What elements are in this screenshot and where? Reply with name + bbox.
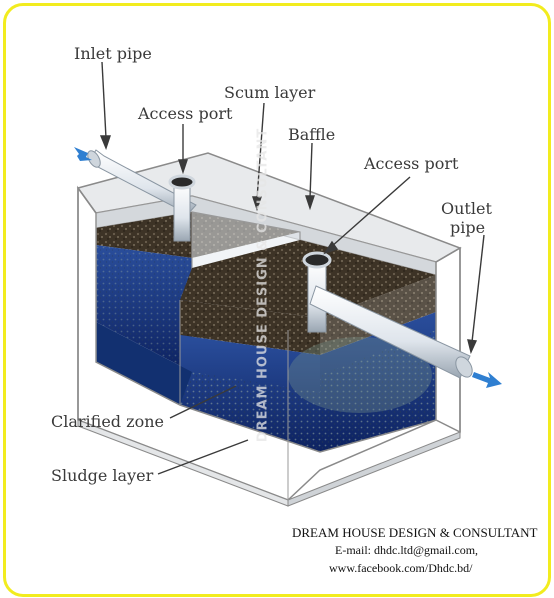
credit-web: www.facebook.com/Dhdc.bd/ (329, 561, 473, 575)
leader-sludge-layer (157, 439, 249, 475)
outlet-pipe (309, 285, 471, 379)
leader-inlet-pipe (101, 61, 107, 139)
tank-side-rim (287, 431, 461, 507)
sludge-front (180, 370, 320, 452)
label-scum-layer: Scum layer (224, 83, 316, 102)
label-outlet-pipe-line1: Outlet (441, 199, 492, 218)
water-left-front (96, 322, 192, 405)
sludge-mound (288, 337, 432, 413)
access-port-left-riser (173, 182, 191, 242)
access-port-right-cap (302, 251, 332, 269)
label-outlet-pipe-line2: pipe (450, 218, 486, 237)
leader-access-port-right (330, 176, 411, 248)
leader-baffle (309, 142, 313, 199)
access-port-left-cap (168, 174, 196, 190)
credit-email: E-mail: dhdc.ltd@gmail.com, (335, 543, 479, 557)
watermark-text: DREAM HOUSE DESIGN & CONSULTANT (255, 127, 271, 443)
outlet-pipe-mouth (455, 356, 473, 378)
leader-clarified-zone (169, 385, 237, 419)
scum-right-front (180, 300, 320, 355)
inlet-pipe-mouth (87, 150, 101, 168)
label-inlet-pipe: Inlet pipe (74, 44, 152, 63)
watermark: DREAM HOUSE DESIGN & CONSULTANT (255, 120, 271, 450)
label-access-port-right: Access port (364, 154, 459, 173)
leader-outlet-pipe (471, 234, 485, 343)
outlet-flow-arrow (472, 372, 502, 388)
inlet-flow-arrow (74, 147, 92, 161)
label-access-port-left: Access port (138, 104, 233, 123)
leader-scum-layer (256, 102, 265, 200)
label-baffle: Baffle (288, 125, 336, 144)
credit-company: DREAM HOUSE DESIGN & CONSULTANT (292, 525, 538, 540)
label-sludge-layer: Sludge layer (51, 466, 154, 485)
label-clarified-zone: Clarified zone (51, 412, 164, 431)
speck-left (96, 245, 192, 372)
sludge-side (320, 330, 436, 452)
